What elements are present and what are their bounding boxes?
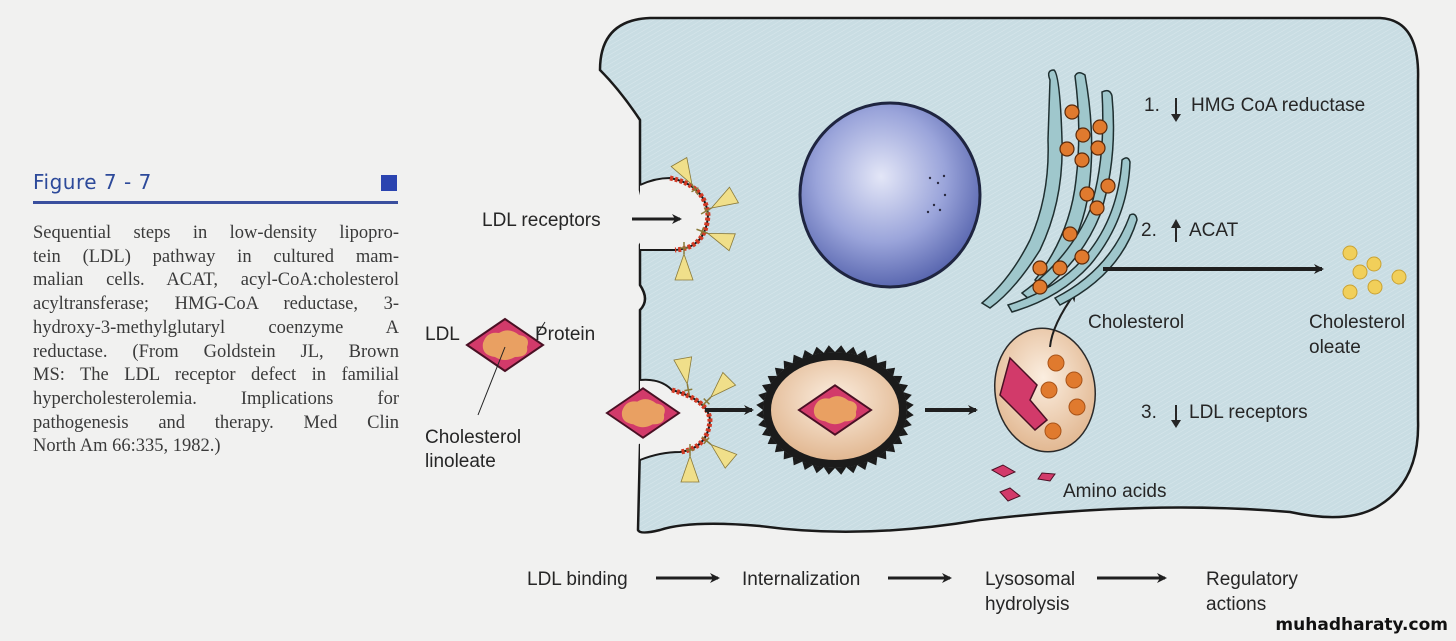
clathrin-spike	[783, 360, 793, 369]
up-arrow-icon	[1171, 219, 1181, 228]
watermark: muhadharaty.com	[1275, 615, 1448, 635]
clathrin-spike	[906, 400, 914, 410]
step-internalization: Internalization	[742, 569, 860, 590]
ldl-particle-icon	[466, 318, 544, 372]
clathrin-spike	[812, 465, 824, 474]
clathrin-spike	[885, 444, 896, 453]
clathrin-spike	[783, 451, 793, 460]
step-flow: LDL binding Internalization Lysosomal hy…	[527, 569, 1298, 615]
clathrin-spike	[792, 456, 803, 466]
caption-line: tein (LDL) pathway in cultured mam-	[33, 246, 399, 267]
clathrin-spike	[812, 346, 824, 355]
clathrin-spike	[774, 444, 785, 453]
clathrin-spike	[885, 367, 896, 376]
clathrin-spike	[758, 419, 767, 428]
clathrin-spike	[903, 419, 912, 428]
down-arrow-icon	[1171, 114, 1181, 122]
caption-line: Sequential steps in low-density lipopro-	[33, 223, 399, 243]
er-cholesterol-droplets	[1032, 104, 1116, 295]
clathrin-spike	[762, 427, 771, 437]
clathrin-spike	[802, 349, 813, 359]
clathrin-spike	[903, 392, 912, 401]
lysosome	[993, 327, 1097, 453]
clathrin-spike	[857, 349, 868, 359]
clathrin-spike	[762, 383, 771, 393]
caption-line: acyltransferase; HMG-CoA reductase, 3-	[33, 294, 399, 315]
regulatory-effect-2: 2. ACAT	[1141, 219, 1239, 242]
clathrin-spike	[756, 400, 764, 410]
label-cholesterol: Cholesterol	[1088, 312, 1184, 333]
clathrin-spike	[767, 436, 777, 445]
clathrin-spike	[846, 346, 858, 355]
endoplasmic-reticulum	[980, 69, 1138, 313]
clathrin-spike	[877, 360, 887, 369]
caption-line: malian cells. ACAT, acyl-CoA:cholesterol	[33, 270, 399, 291]
step-actions: actions	[1206, 594, 1266, 615]
label-cholesterol-linoleate: Cholesterol	[425, 427, 521, 448]
caption-line: reductase. (From Goldstein JL, Brown	[33, 341, 399, 362]
clathrin-spike	[792, 354, 803, 364]
step-ldl-binding: LDL binding	[527, 569, 628, 590]
label-ldl-receptors: LDL receptors	[482, 210, 601, 231]
figure-title-rule	[33, 201, 398, 204]
svg-text:HMG CoA reductase: HMG CoA reductase	[1191, 95, 1365, 116]
clathrin-spike	[758, 392, 767, 401]
clathrin-spike	[756, 410, 764, 420]
clathrin-spike	[823, 467, 835, 475]
svg-text:ACAT: ACAT	[1189, 220, 1239, 241]
step-lysosomal: Lysosomal	[985, 569, 1075, 590]
figure-marker-square	[381, 175, 397, 191]
amino-acid-fragments	[990, 464, 1056, 502]
clathrin-spike	[867, 456, 878, 466]
coated-vesicle	[756, 345, 914, 475]
clathrin-spike	[899, 383, 908, 393]
figure-title: Figure 7 - 7	[33, 170, 152, 194]
clathrin-spike	[835, 467, 847, 475]
label-protein: Protein	[535, 324, 595, 345]
svg-text:1.: 1.	[1144, 95, 1160, 116]
caption-line: MS: The LDL receptor defect in familial	[33, 365, 399, 386]
clathrin-spike	[802, 461, 813, 471]
svg-text:2.: 2.	[1141, 220, 1157, 241]
regulatory-effect-3: 3. LDL receptors	[1141, 402, 1308, 428]
clathrin-spike	[857, 461, 868, 471]
caption-line: hydroxy-3-methylglutaryl coenzyme A	[33, 317, 399, 338]
clathrin-spike	[823, 345, 835, 353]
label-amino-acids: Amino acids	[1063, 481, 1167, 502]
figure-caption: Sequential steps in low-density lipopro-…	[33, 222, 399, 459]
clathrin-spike	[893, 436, 903, 445]
cholesterol-oleate-droplets	[1342, 245, 1407, 300]
caption-line: hypercholesterolemia. Implications for	[33, 388, 399, 409]
nucleus	[798, 101, 982, 289]
clathrin-spike	[835, 345, 847, 353]
down-arrow-icon	[1171, 420, 1181, 428]
clathrin-spike	[893, 375, 903, 384]
label-ldl: LDL	[425, 324, 460, 345]
step-regulatory: Regulatory	[1206, 569, 1298, 590]
svg-text:3.: 3.	[1141, 402, 1157, 423]
clathrin-spike	[906, 410, 914, 420]
clathrin-spike	[899, 427, 908, 437]
label-cholesterol-oleate-2: oleate	[1309, 337, 1361, 358]
clathrin-spike	[877, 451, 887, 460]
regulatory-effect-1: 1. HMG CoA reductase	[1144, 95, 1365, 122]
caption-line: North Am 66:335, 1982.)	[33, 436, 221, 457]
label-cholesterol-oleate: Cholesterol	[1309, 312, 1405, 333]
label-cholesterol-linoleate-2: linoleate	[425, 451, 496, 472]
clathrin-spike	[846, 465, 858, 474]
clathrin-spike	[767, 375, 777, 384]
clathrin-spike	[774, 367, 785, 376]
clathrin-spike	[867, 354, 878, 364]
svg-text:LDL receptors: LDL receptors	[1189, 402, 1308, 423]
caption-line: pathogenesis and therapy. Med Clin	[33, 412, 399, 433]
step-hydrolysis: hydrolysis	[985, 594, 1069, 615]
